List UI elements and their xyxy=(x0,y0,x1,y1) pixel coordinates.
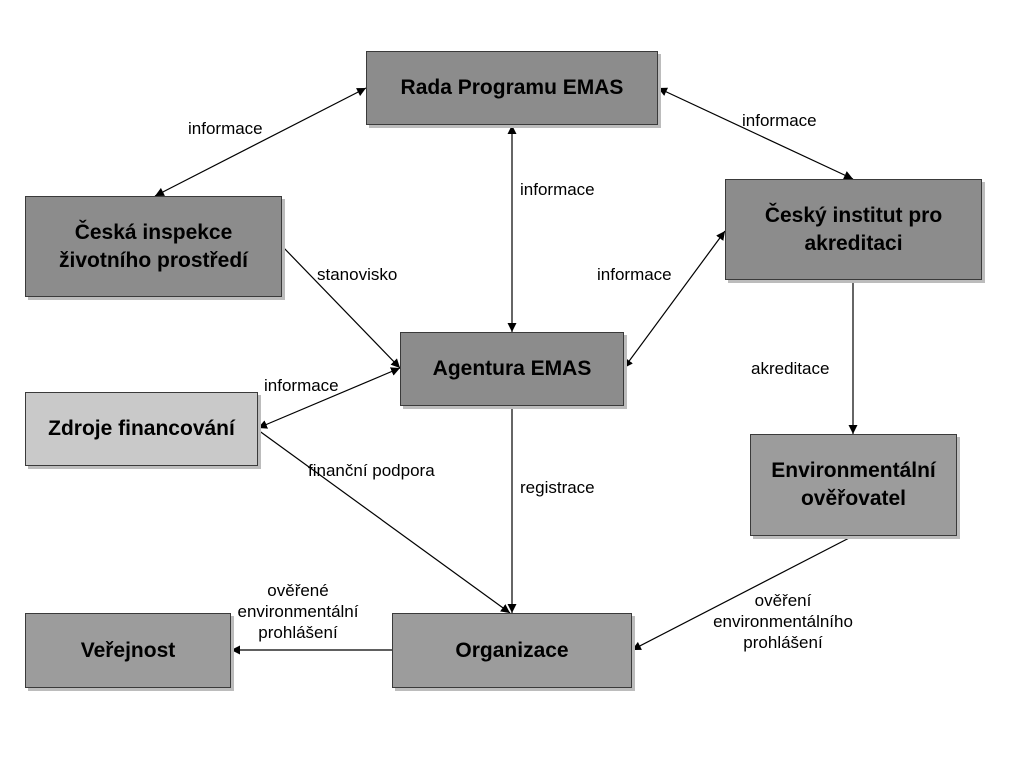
edge-zdroje-organizace xyxy=(257,429,511,614)
node-rada-programu-emas: Rada Programu EMAS xyxy=(366,51,658,125)
edge-rada-cizp xyxy=(154,87,367,197)
label-rada-cizp: informace xyxy=(188,119,263,138)
edge-cia-agentura xyxy=(623,230,726,369)
label-organizace-verejnost: ověřené environmentální prohlášení xyxy=(237,581,359,642)
edge-rada-cia xyxy=(657,87,854,180)
label-overovatel-organizace: ověření environmentálního prohlášení xyxy=(713,591,853,652)
label-cia-overovatel: akreditace xyxy=(751,359,830,378)
node-environmentalni-overovatel: Environmentální ověřovatel xyxy=(750,434,957,536)
label-cizp-agentura: stanovisko xyxy=(317,265,398,284)
label-zdroje-agentura: informace xyxy=(264,376,339,395)
label-agentura-organizace: registrace xyxy=(520,478,595,497)
node-agentura-emas: Agentura EMAS xyxy=(400,332,624,406)
edge-cizp-agentura xyxy=(281,245,401,369)
node-zdroje-financovani: Zdroje financování xyxy=(25,392,258,466)
node-ceska-inspekce: Česká inspekce životního prostředí xyxy=(25,196,282,297)
edge-overovatel-organizace xyxy=(631,535,854,651)
label-zdroje-organizace: finanční podpora xyxy=(308,461,435,480)
node-cesky-institut: Český institut pro akreditaci xyxy=(725,179,982,280)
label-rada-agentura: informace xyxy=(520,180,595,199)
label-cia-agentura: informace xyxy=(597,265,672,284)
label-rada-cia: informace xyxy=(742,111,817,130)
node-verejnost: Veřejnost xyxy=(25,613,231,688)
node-organizace: Organizace xyxy=(392,613,632,688)
edge-zdroje-agentura xyxy=(257,367,401,429)
